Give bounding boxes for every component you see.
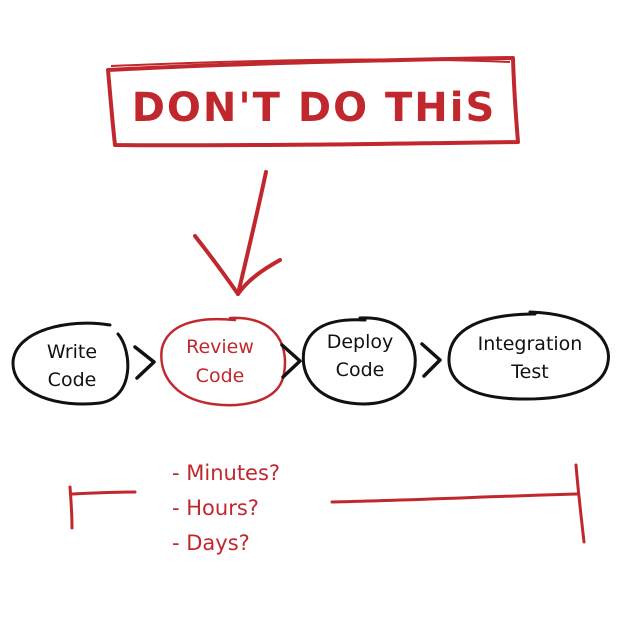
timeline-bracket [68, 463, 586, 544]
step-review-code: Review Code [160, 316, 287, 407]
warning-banner: DON'T DO THiS [106, 56, 520, 148]
bracket-right-line [330, 492, 580, 504]
step-label-line2: Code [336, 359, 385, 381]
step-write-code: Write Code [11, 321, 130, 406]
down-arrow-icon [193, 170, 282, 296]
step-bubble [447, 310, 610, 401]
chevron-right-icon [420, 342, 442, 378]
step-label-line2: Code [48, 369, 97, 391]
step-integration-test: Integration Test [447, 310, 610, 401]
step-label-line1: Review [186, 336, 254, 358]
step-label-line2: Test [510, 361, 548, 383]
chevron-right-icon [280, 343, 302, 379]
step-bubble [11, 321, 130, 406]
timeframe-option-minutes: - Minutes? [172, 461, 280, 485]
banner-text: DON'T DO THiS [132, 85, 497, 131]
bracket-right-tick [574, 463, 586, 544]
step-deploy-code: Deploy Code [301, 316, 417, 406]
chevron-right-icon [133, 345, 156, 380]
step-label-line2: Code [196, 365, 245, 387]
step-bubble [301, 316, 417, 406]
banner-frame [106, 56, 520, 148]
step-label-line1: Write [47, 341, 97, 363]
timeframe-option-days: - Days? [172, 531, 250, 555]
bracket-left-tick [68, 485, 74, 530]
timeframe-options: - Minutes? - Hours? - Days? [172, 461, 280, 555]
timeframe-option-hours: - Hours? [172, 496, 259, 520]
step-label-line1: Integration [478, 333, 583, 355]
banner-frame-inner [110, 58, 511, 67]
step-label-line1: Deploy [327, 331, 394, 353]
step-bubble [160, 316, 287, 407]
bracket-left-line [70, 490, 137, 496]
